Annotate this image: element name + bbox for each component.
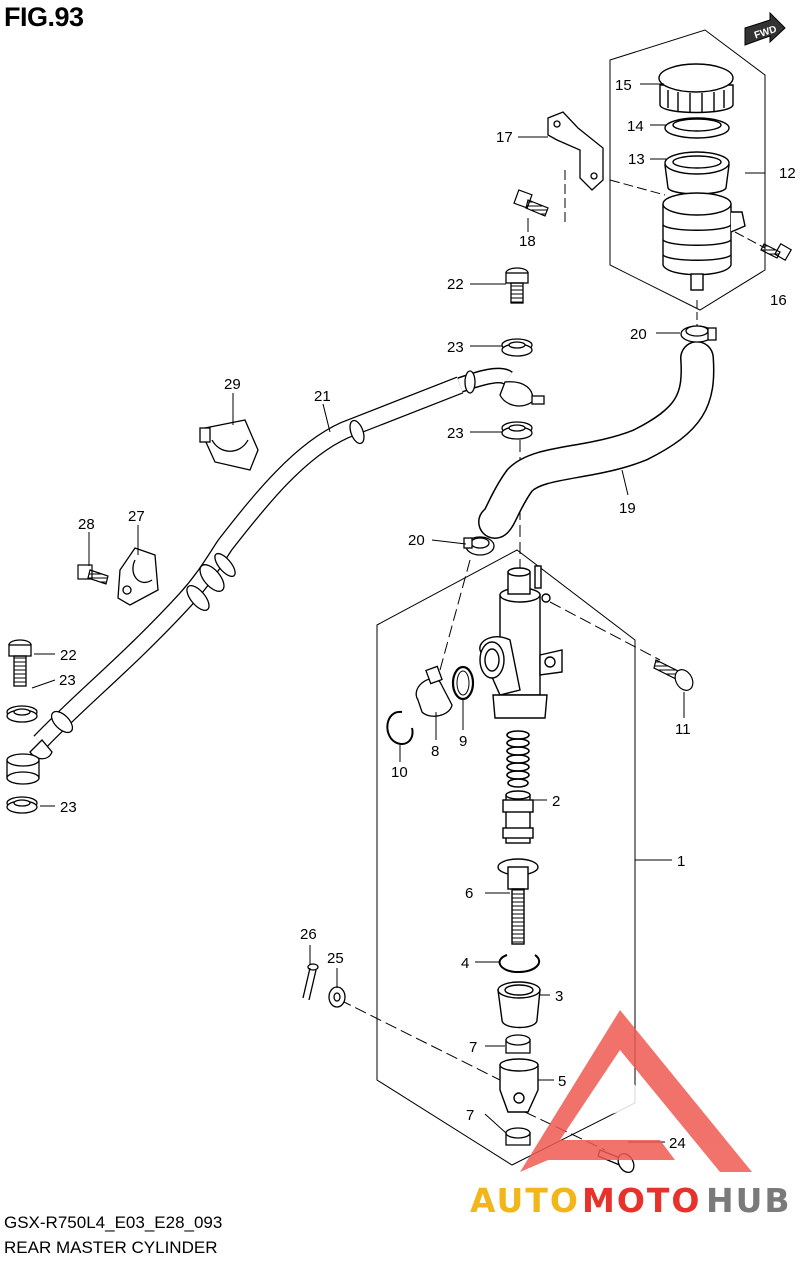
piston-spring [506,730,530,788]
callout-7b: 7 [466,1107,474,1124]
callout-23a: 23 [447,339,464,356]
callout-9: 9 [459,733,467,750]
hose-clamp-27 [117,547,159,606]
callout-19: 19 [619,500,636,517]
callout-4: 4 [461,955,469,972]
cotter-pin-26 [302,963,319,1001]
washer-23d [6,796,38,814]
watermark-auto: AUTO [470,1181,580,1220]
callout-2: 2 [552,793,560,810]
callout-29: 29 [224,376,241,393]
reservoir-bracket [547,111,604,191]
o-ring-9 [451,665,475,701]
reservoir-hose [478,341,715,539]
callout-13: 13 [628,151,645,168]
callout-labels: 15 14 13 12 17 18 16 22 23 23 20 19 20 2… [59,77,796,1152]
bolt-16 [760,242,793,262]
callout-23b: 23 [447,425,464,442]
callout-25: 25 [327,950,344,967]
hose-joint-8 [415,665,453,717]
callout-23d: 23 [60,799,77,816]
hose-fittings [29,370,545,760]
callout-21: 21 [314,388,331,405]
callout-20a: 20 [630,326,647,343]
callout-27: 27 [128,508,145,525]
callout-7a: 7 [469,1039,477,1056]
hose-clamp-29 [199,419,259,471]
nut-7b [505,1127,531,1146]
push-rod-6 [497,858,539,945]
callout-11: 11 [675,721,691,738]
callout-1: 1 [677,853,685,870]
piston-set-2 [502,790,534,844]
callout-28: 28 [78,516,95,533]
automotohub-watermark-text: AUTO MOTO HUB [470,1181,792,1220]
callout-17: 17 [496,129,513,146]
callout-5: 5 [558,1073,566,1090]
callout-22a: 22 [447,276,464,293]
callout-23c: 23 [59,672,76,689]
callout-14: 14 [627,118,644,135]
automotohub-watermark-logo [520,1010,752,1172]
nut-7a [505,1034,531,1054]
callout-22b: 22 [60,647,77,664]
reservoir-group-outline [609,29,766,311]
callout-3: 3 [555,988,563,1005]
callout-leaders [31,83,765,1143]
diagram-name-caption: REAR MASTER CYLINDER [4,1238,218,1257]
boot-3 [497,981,541,1029]
fwd-arrow-icon: FWD [744,11,786,46]
union-bolt-22-left [8,639,32,687]
callout-18: 18 [519,233,536,250]
callout-10: 10 [391,764,408,781]
master-cylinder-body [479,565,563,719]
callout-12: 12 [779,165,796,182]
reservoir-cap [658,63,734,114]
clevis-5 [499,1058,539,1113]
callout-26: 26 [300,926,317,943]
reservoir-plate [664,117,730,139]
washer-23b [501,421,533,440]
reservoir-body [662,192,746,291]
bolt-18 [513,189,549,217]
hose-clip-20-top [680,325,717,343]
callout-6: 6 [465,885,473,902]
washer-23a [501,338,533,357]
watermark-moto: MOTO [582,1181,701,1220]
hose-clip-20-bottom [463,536,495,556]
watermark-hub: HUB [706,1181,792,1220]
callout-24: 24 [669,1135,686,1152]
circlip-10 [386,710,414,746]
circlip-4 [498,954,541,974]
reservoir-diaphragm [664,151,730,195]
callout-8: 8 [431,743,439,760]
figure-title: FIG.93 [4,2,84,32]
washer-23c [6,705,38,723]
banjo-fitting [6,753,40,785]
callout-15: 15 [615,77,632,94]
callout-20b: 20 [408,532,425,549]
union-bolt-22-top [505,267,529,304]
model-code-caption: GSX-R750L4_E03_E28_093 [4,1213,223,1232]
bolt-28 [77,564,109,585]
callout-16: 16 [770,292,787,309]
bolt-11 [653,659,694,691]
washer-25 [328,986,346,1008]
